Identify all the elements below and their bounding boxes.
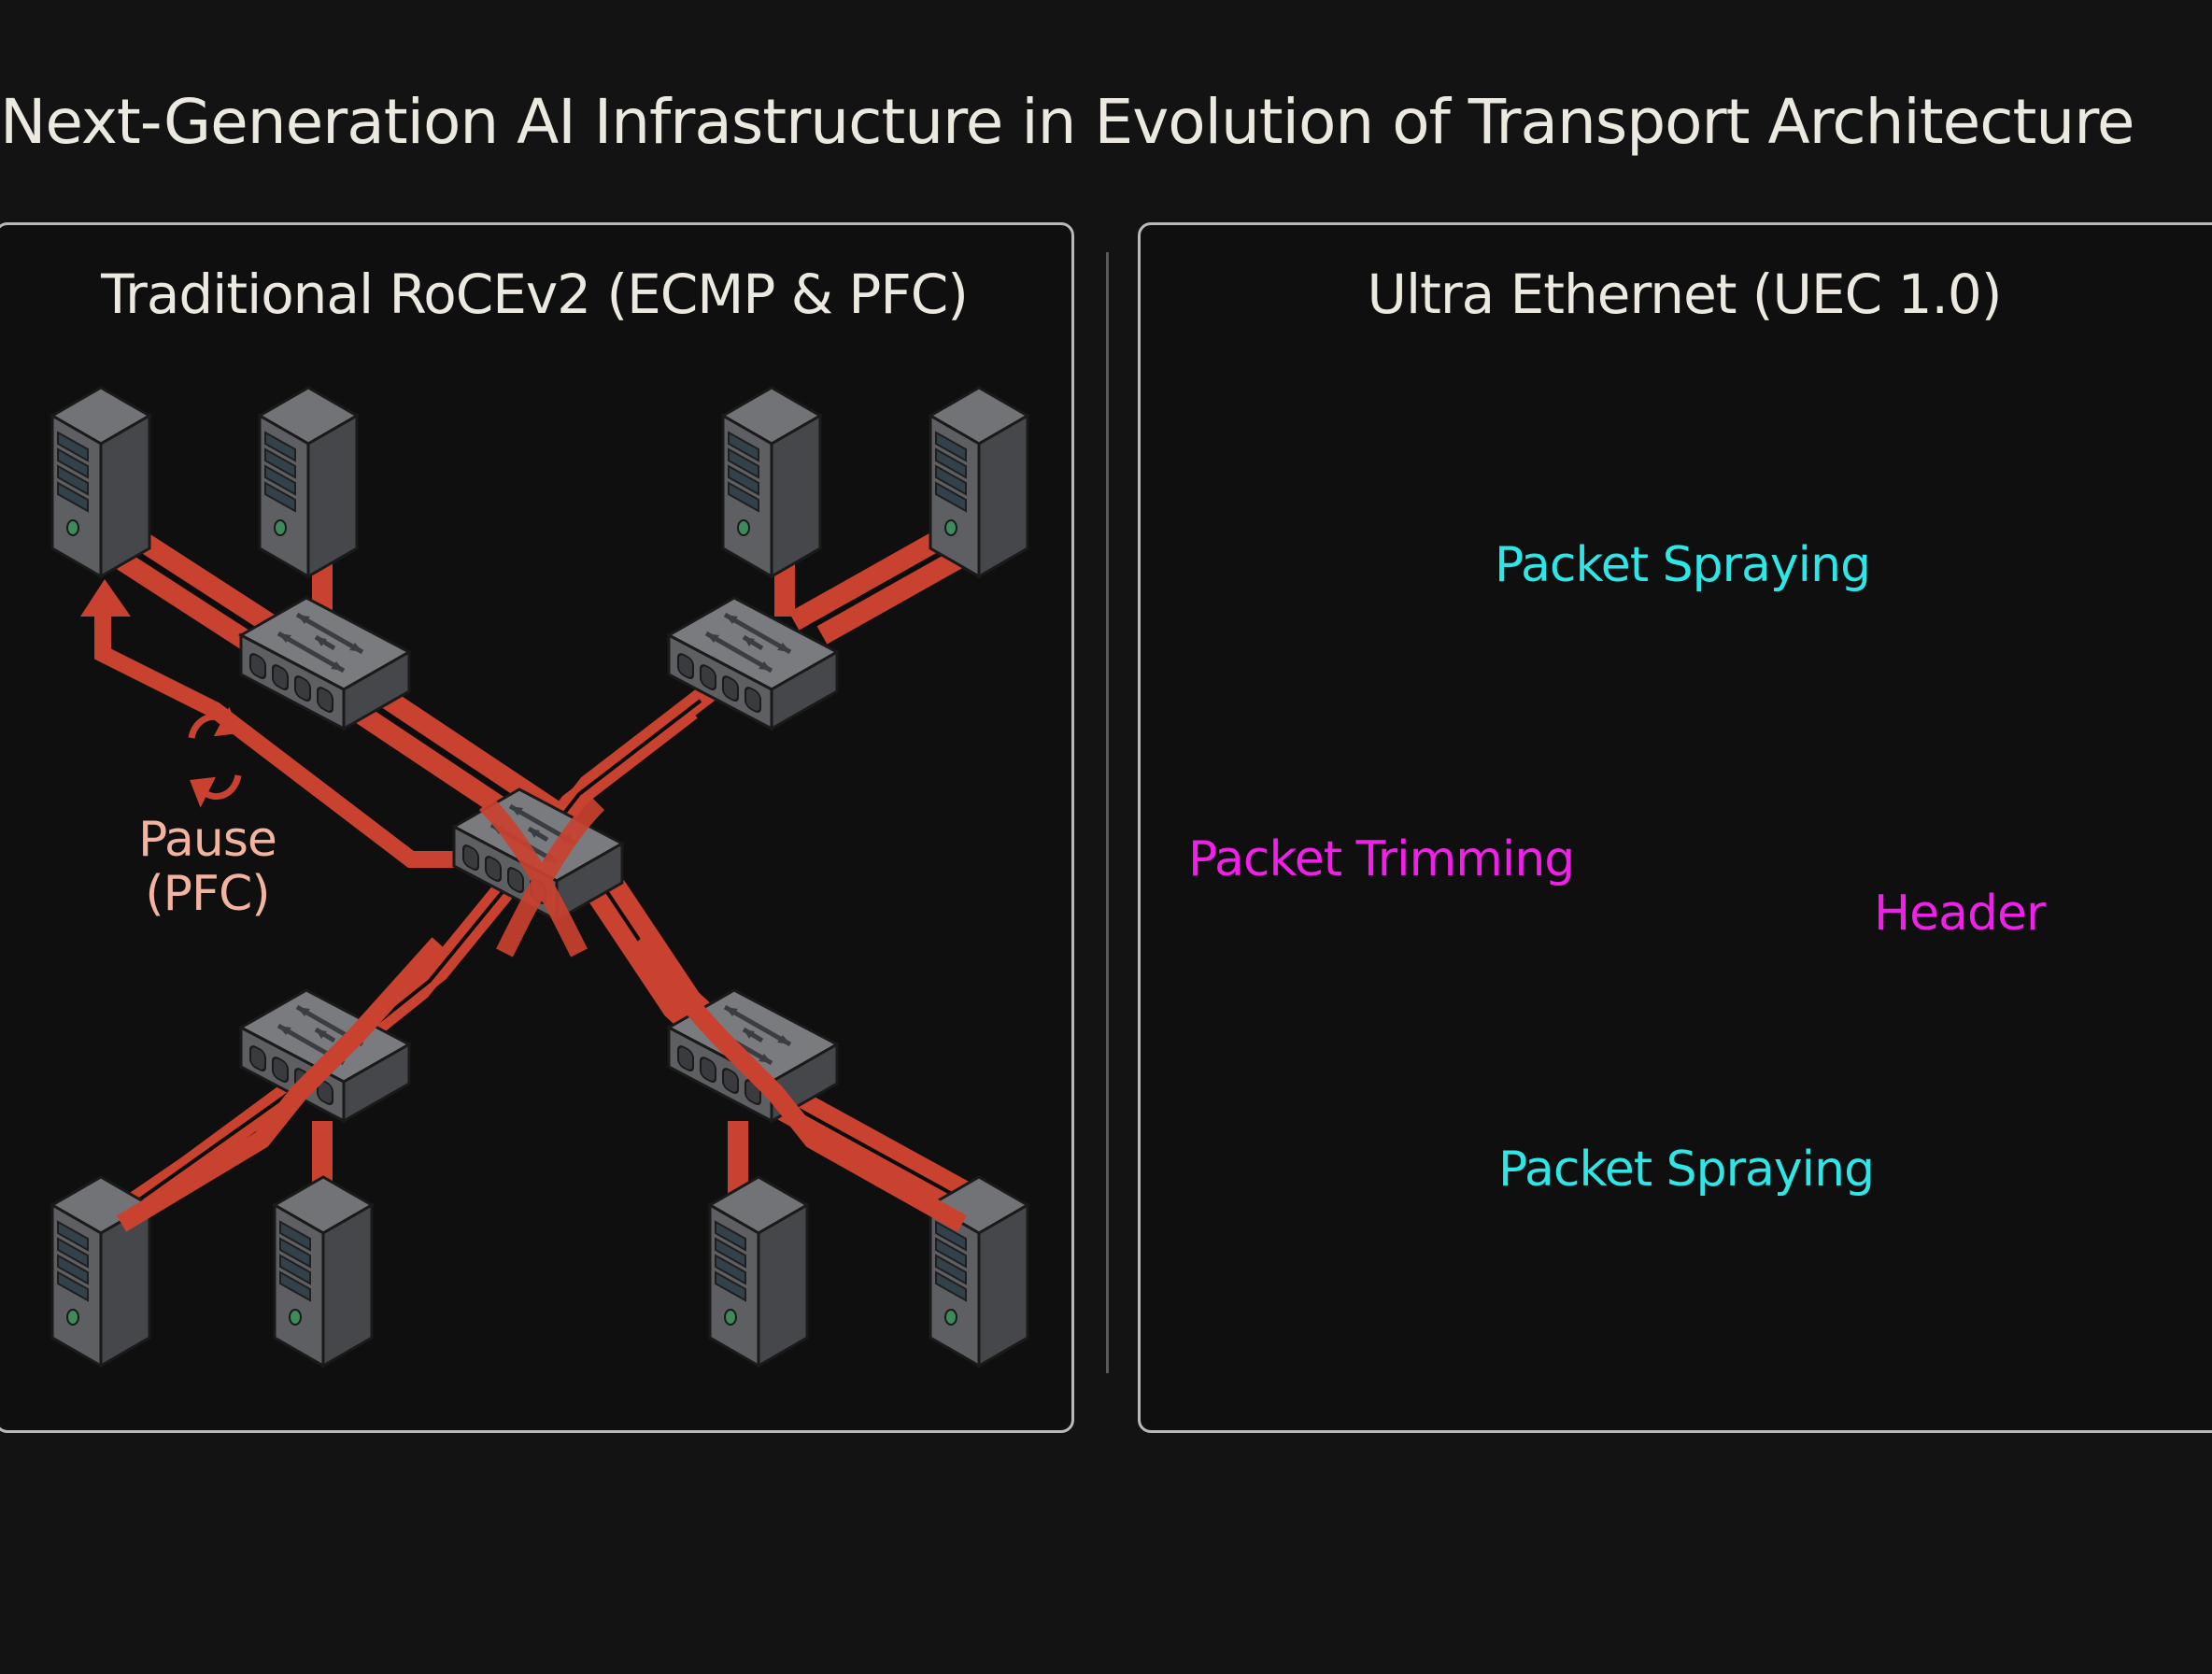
server-icon (50, 386, 151, 578)
pause-label-line2: (PFC) (145, 866, 270, 922)
server-icon (708, 1175, 809, 1368)
uec-panel: Ultra Ethernet (UEC 1.0) (1138, 222, 2212, 1433)
roce-links-bottom (116, 937, 967, 1232)
pause-label: Pause (PFC) (138, 812, 277, 922)
header-label: Header (1874, 886, 2046, 942)
pause-label-line1: Pause (138, 812, 277, 868)
congestion-crossing (478, 796, 605, 958)
page-title: Next-Generation AI Infrastructure in Evo… (0, 86, 2135, 158)
uec-panel-title: Ultra Ethernet (UEC 1.0) (1367, 262, 2003, 326)
server-icon (273, 1175, 374, 1368)
server-icon (929, 386, 1029, 578)
server-icon (258, 386, 359, 578)
spray-label-bottom: Packet Spraying (1498, 1142, 1875, 1198)
spray-label-top: Packet Spraying (1495, 537, 1871, 593)
pause-arrow-icon (80, 579, 131, 617)
roce-panel-title: Traditional RoCEv2 (ECMP & PFC) (101, 262, 969, 326)
server-icon (721, 386, 822, 578)
pause-cycle-icon (188, 706, 242, 808)
trimming-label: Packet Trimming (1188, 831, 1575, 887)
panel-divider (1106, 252, 1109, 1373)
